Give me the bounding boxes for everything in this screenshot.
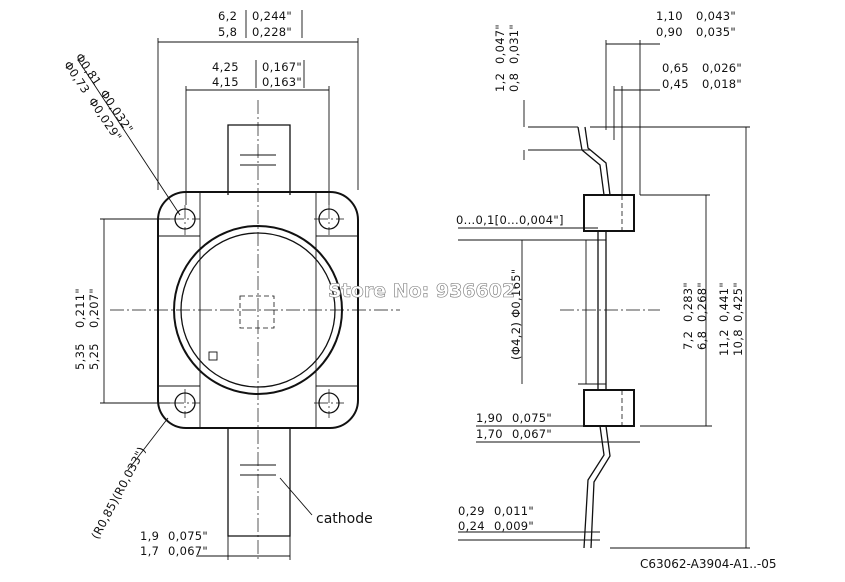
dim-bottom-mm-max: 1,90: [476, 411, 503, 425]
side-top-offset-label: 1,2 0,047" 0,8 0,031": [493, 24, 521, 92]
hole-centerlines-top: [170, 205, 344, 235]
dim-thickness-body: [613, 86, 660, 195]
dim-side-top-in-min: 0,031": [507, 24, 521, 64]
polarity-mark: [208, 351, 218, 361]
dim-body-thick-in-min: 0,018": [702, 77, 742, 91]
dim-lead-in-min: 0,067": [168, 544, 208, 558]
bracket-width: [245, 10, 303, 38]
side-upper-block: [583, 194, 635, 232]
dim-lead-t-mm-min: 0,24: [458, 519, 485, 533]
side-view: [458, 40, 750, 549]
dim-body-thick-in-max: 0,026": [702, 61, 742, 75]
dim-lens: (Φ4,2) Φ0,165": [509, 269, 523, 360]
dim-body-h-in-max: 0,283": [681, 282, 695, 322]
dim-side-top-mm-min: 0,8: [507, 73, 521, 92]
dim-gap: [458, 227, 598, 241]
dim-thick-mm-min: 0,90: [656, 25, 683, 39]
dim-width-in-min: 0,228": [252, 25, 292, 39]
dim-bottom-mm-min: 1,70: [476, 427, 503, 441]
dim-side-top-in-max: 0,047": [493, 24, 507, 64]
dim-thick-mm-max: 1,10: [656, 9, 683, 23]
dim-thickness-total: [605, 40, 660, 195]
chip-outline: [239, 295, 275, 329]
dim-total-h-mm-min: 10,8: [731, 329, 745, 356]
side-lead-bottom-inner: [590, 425, 611, 549]
dim-lead-t-in-max: 0,011": [494, 504, 534, 518]
dim-inner-lines: [185, 86, 330, 205]
dim-height-in-min: 0,207": [87, 288, 101, 328]
radius-leader: [127, 417, 169, 471]
total-height-label: 11,2 0,441" 10,8 0,425": [717, 282, 745, 356]
dim-body-h-in-min: 0,268": [695, 282, 709, 322]
dim-inner-mm-min: 4,15: [212, 75, 239, 89]
dim-height-mm-min: 5,25: [87, 343, 101, 370]
dim-lead-lines: [196, 536, 291, 560]
radius-label: (R0,85)(R0,033"): [88, 444, 149, 541]
dim-total-h-mm-max: 11,2: [717, 329, 731, 356]
dim-height-lines: [100, 218, 170, 404]
dim-width-in-max: 0,244": [252, 9, 292, 23]
dim-thick-in-min: 0,035": [696, 25, 736, 39]
dim-bottom-in-max: 0,075": [512, 411, 552, 425]
dim-total-height: [590, 126, 750, 549]
body-height-label: 7,2 0,283" 6,8 0,268": [681, 282, 709, 350]
dim-lead-t-mm-max: 0,29: [458, 504, 485, 518]
dim-body-h-mm-min: 6,8: [695, 331, 709, 350]
side-lead-top-inner: [584, 126, 611, 196]
dim-inner-in-min: 0,163": [262, 75, 302, 89]
dim-lead-mm-max: 1,9: [140, 529, 159, 543]
dim-lead-mm-min: 1,7: [140, 544, 159, 558]
top-lead: [227, 124, 291, 195]
dim-bottom-in-min: 0,067": [512, 427, 552, 441]
part-number: C63062-A3904-A1..-05: [640, 557, 777, 571]
dim-height-in-max: 0,211": [73, 288, 87, 328]
side-lead-bottom-outer: [583, 425, 605, 549]
dim-body-h-mm-max: 7,2: [681, 331, 695, 350]
dim-body-thick-mm-min: 0,45: [662, 77, 689, 91]
dim-lead-t-in-min: 0,009": [494, 519, 534, 533]
dim-inner-mm-max: 4,25: [212, 60, 239, 74]
hole-diameter-label: Φ0,81 Φ0,73 Φ0,032" Φ0,029": [61, 50, 136, 143]
dim-thick-in-max: 0,043": [696, 9, 736, 23]
dim-side-top-ext: [528, 126, 590, 151]
dim-body-thick-mm-max: 0,65: [662, 61, 689, 75]
hole-centerlines-bottom: [170, 389, 344, 418]
dim-radius: (R0,85)(R0,033"): [88, 444, 149, 541]
dim-inner-in-max: 0,167": [262, 60, 302, 74]
store-watermark: Store No: 936602: [328, 280, 515, 302]
cathode-label: cathode: [316, 511, 373, 527]
dim-height-mm-max: 5,35: [73, 343, 87, 370]
dim-total-h-in-max: 0,441": [717, 282, 731, 322]
dim-side-top-mm-max: 1,2: [493, 73, 507, 92]
hole-leader: [77, 59, 181, 216]
side-lead-top-outer: [577, 126, 605, 196]
frame-corners: [158, 235, 358, 387]
dim-total-h-in-min: 0,425": [731, 282, 745, 322]
lead-marks: [240, 154, 276, 476]
dim-width-lines: [157, 38, 359, 190]
dim-width-mm-max: 6,2: [218, 9, 237, 23]
side-board: [597, 231, 607, 390]
dim-lead-thickness: [458, 531, 600, 541]
side-lower-block: [583, 389, 635, 427]
side-lens-edge: [578, 239, 606, 385]
dim-lead-in-max: 0,075": [168, 529, 208, 543]
height-label: 5,35 0,211" 5,25 0,207": [73, 288, 101, 370]
dim-bottom-thickness: [476, 425, 640, 443]
dim-width-mm-min: 5,8: [218, 25, 237, 39]
bottom-lead: [227, 428, 291, 537]
cathode-leader: [279, 477, 313, 516]
dim-gap-label: 0...0,1[0...0,004"]: [456, 213, 564, 227]
dim-body-height: [640, 194, 712, 427]
bracket-inner: [255, 60, 305, 88]
front-view: [77, 38, 400, 560]
lens-diameter-label: (Φ4,2) Φ0,165": [509, 269, 523, 360]
